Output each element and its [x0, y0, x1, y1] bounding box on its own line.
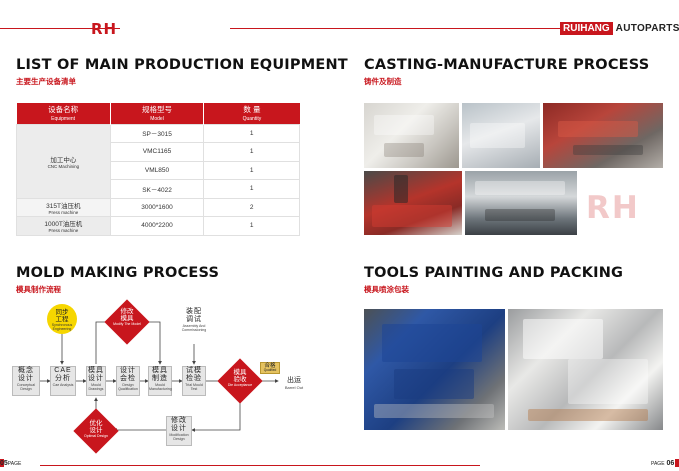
tools-photo-packing — [508, 309, 663, 430]
rh-watermark: RH — [586, 190, 640, 226]
qty-cell: 1 — [203, 160, 300, 180]
casting-subtitle: 铸件及制造 — [364, 77, 402, 86]
equipment-subtitle: 主要生产设备清单 — [16, 77, 76, 86]
node-design-check: 设计 会检 Design Qualification — [116, 366, 140, 396]
qty-cell: 2 — [203, 197, 300, 217]
qualified-badge: 合格 Qualified — [260, 362, 280, 374]
tools-subtitle: 模具喷涂包装 — [364, 285, 409, 294]
qty-cell: 1 — [203, 179, 300, 199]
mold-subtitle: 模具制作流程 — [16, 285, 61, 294]
footer-left-bar — [0, 459, 4, 467]
node-acceptance: 模具 验收 Die Acceptance — [227, 369, 253, 387]
model-cell: 4000*2200 — [109, 216, 205, 236]
casting-photo-5 — [465, 171, 577, 235]
node-mold-manufacture: 模具 制造 Mould Manufacturing — [148, 366, 172, 396]
node-cae-analysis: CAE 分析 Cae Analysis — [50, 366, 76, 396]
node-concept-design: 概念 设计 Conceptual Design — [12, 366, 40, 396]
header-rule-left — [0, 28, 120, 29]
node-assembly: 装配 调试 Assembly And Commissioning — [180, 308, 208, 344]
brand-mark: RUIHANG AUTOPARTS — [560, 22, 679, 35]
tools-title: TOOLS PAINTING AND PACKING — [364, 265, 624, 281]
page-number-left: 05PAGE — [0, 460, 22, 467]
header-rule-right — [230, 28, 560, 29]
model-cell: VML850 — [109, 160, 205, 180]
node-revise-design: 修改 设计 Modification Design — [166, 416, 192, 446]
tools-photo-painted-mold — [364, 309, 505, 430]
footer-right-bar — [675, 459, 679, 467]
mold-flowchart: 同步 工程 Synchronous Engineering 修改 模具 Modi… — [0, 299, 340, 454]
node-optimize-design: 优化 设计 Optimal Design — [84, 420, 108, 438]
page-number-right: PAGE 06 — [651, 460, 675, 467]
brand-highlight: RUIHANG — [560, 22, 613, 35]
casting-photo-3 — [543, 103, 663, 168]
node-revise-mold: 修改 模具 Modify The Model — [113, 308, 141, 326]
casting-photo-1 — [364, 103, 459, 168]
node-ship-out: 出运 Barrel Out — [284, 377, 304, 390]
mold-title: MOLD MAKING PROCESS — [16, 265, 220, 281]
equipment-title: LIST OF MAIN PRODUCTION EQUIPMENT — [16, 57, 348, 73]
qty-cell: 1 — [203, 216, 300, 236]
casting-photo-2 — [462, 103, 540, 168]
qty-cell: 1 — [203, 142, 300, 162]
qty-cell: 1 — [203, 123, 300, 143]
footer-rule — [40, 465, 480, 466]
model-cell: SP－3015 — [109, 123, 205, 143]
node-trial-test: 试模 检验 Trial Mould Test — [182, 366, 206, 396]
model-cell: 3000*1600 — [109, 197, 205, 217]
casting-photo-4 — [364, 171, 462, 235]
model-cell: VMC1165 — [109, 142, 205, 162]
table-row: SK－4022 1 — [17, 179, 300, 199]
brand-rest: AUTOPARTS — [615, 23, 679, 34]
table-row: VMC1165 1 — [17, 142, 300, 162]
casting-title: CASTING-MANUFACTURE PROCESS — [364, 57, 650, 73]
rh-logo: RH — [91, 20, 118, 38]
node-sync-engineering: 同步 工程 Synchronous Engineering — [47, 304, 77, 334]
node-mold-design: 模具 设计 Mould Drawings — [86, 366, 106, 396]
model-cell: SK－4022 — [109, 179, 205, 199]
table-row: VML850 1 — [17, 160, 300, 180]
